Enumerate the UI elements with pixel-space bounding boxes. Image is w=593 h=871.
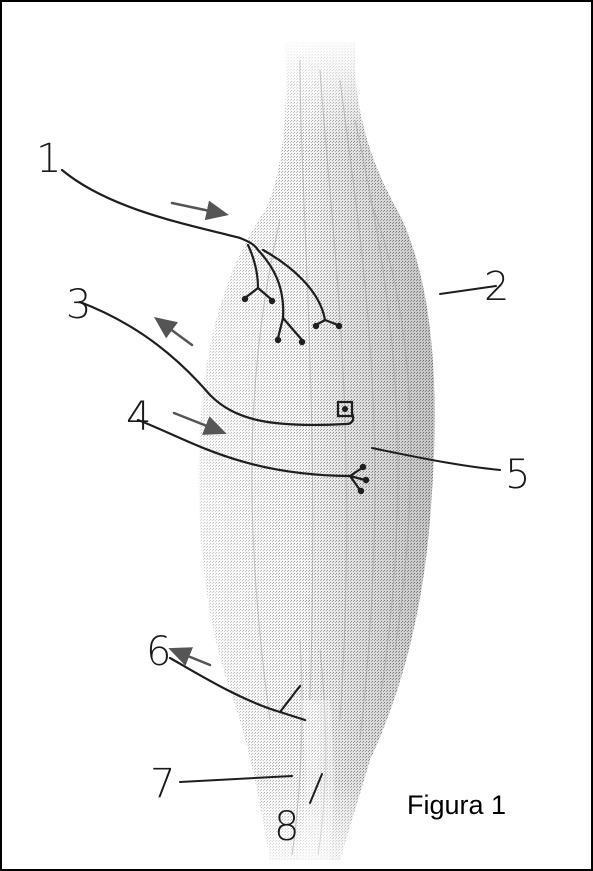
label-5: 5 [505, 452, 530, 498]
arrow-left-icon [158, 320, 192, 345]
nerve-terminal-dot [336, 323, 342, 329]
nerve-terminal-dot [299, 339, 305, 345]
nerve-terminal-dot [360, 464, 366, 470]
figure-caption: Figura 1 [407, 790, 506, 820]
label-6: 6 [146, 629, 171, 675]
muscle-body [199, 42, 435, 860]
label-1: 1 [36, 136, 61, 182]
nerve-terminal-dot [313, 323, 319, 329]
label-4: 4 [126, 394, 151, 440]
nerve-terminal-dot [358, 488, 364, 494]
arrow-right-icon [172, 203, 224, 214]
nerve-terminal-dot [275, 337, 281, 343]
label-2: 2 [484, 264, 509, 310]
label-3: 3 [66, 282, 91, 328]
nerve-terminal-dot [269, 298, 275, 304]
nerve-terminal-dot [242, 296, 248, 302]
spindle-dot [342, 406, 348, 412]
label-8: 8 [274, 804, 299, 850]
label-7: 7 [150, 761, 175, 807]
nerve-terminal-dot [363, 477, 369, 483]
